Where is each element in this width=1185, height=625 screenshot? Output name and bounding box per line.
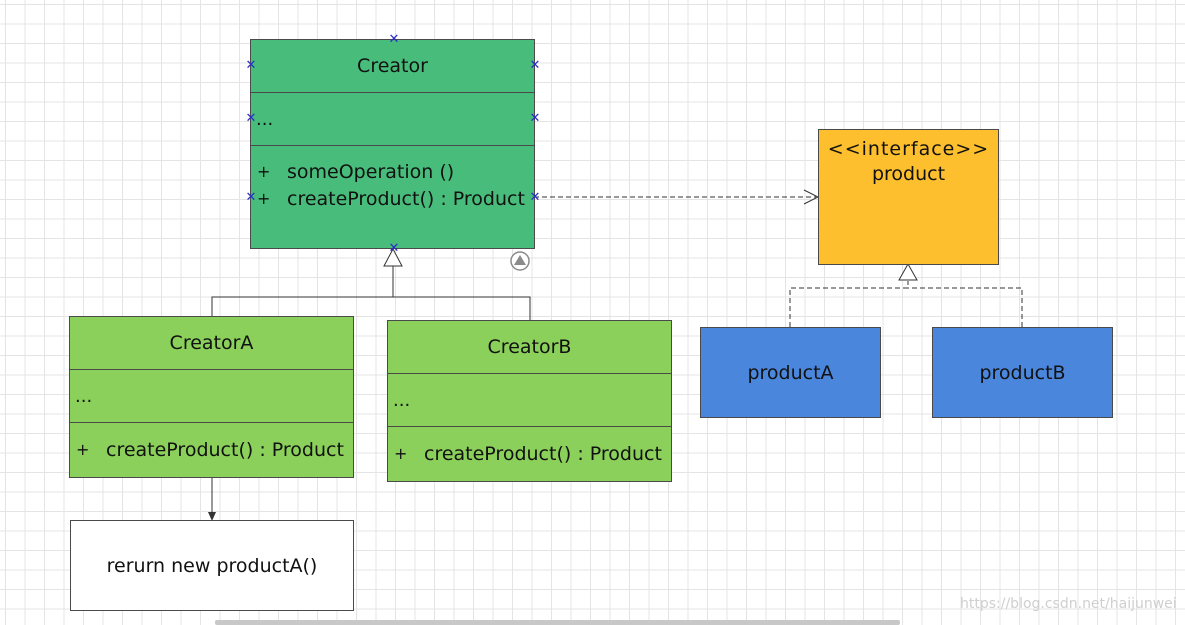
- note-text: rerurn new productA(): [106, 554, 318, 577]
- realization-arrowhead-product: [898, 262, 918, 281]
- class-creatorA[interactable]: CreatorA ... + createProduct() : Product: [69, 316, 354, 478]
- operation-row: + createProduct() : Product: [76, 436, 353, 463]
- interface-product[interactable]: <<interface>> product: [818, 129, 999, 265]
- operation-visibility: +: [257, 189, 271, 208]
- operation-visibility: +: [394, 444, 408, 463]
- class-productA-name: productA: [747, 361, 834, 384]
- class-creatorA-attrs: ...: [70, 370, 353, 423]
- note-link-arrowhead: [208, 512, 216, 521]
- class-creatorB-title: CreatorB: [388, 321, 671, 374]
- operation-row: + createProduct() : Product: [257, 185, 534, 212]
- resize-handle-right-top[interactable]: ✕: [529, 58, 541, 73]
- resize-handle-left-bottom[interactable]: ✕: [245, 190, 257, 205]
- note-box[interactable]: rerurn new productA(): [70, 520, 354, 611]
- operation-row: + someOperation (): [257, 158, 534, 185]
- class-creatorA-ops: + createProduct() : Product: [70, 423, 353, 463]
- class-creator-ops: + someOperation () + createProduct() : P…: [251, 146, 534, 212]
- resize-handle-left-top[interactable]: ✕: [245, 58, 257, 73]
- class-creator-attrs: ...: [251, 93, 534, 146]
- interface-stereotype: <<interface>>: [827, 138, 990, 160]
- resize-handle-top[interactable]: ✕: [388, 32, 400, 47]
- inheritance-line-creatorB: [393, 296, 531, 320]
- class-creatorA-title: CreatorA: [70, 317, 353, 370]
- operation-row: + createProduct() : Product: [394, 440, 671, 467]
- operation-name: someOperation (): [287, 160, 455, 183]
- collapse-control-arrow: [514, 255, 526, 265]
- resize-handle-bottom[interactable]: ✕: [388, 241, 400, 256]
- realization-line-productA: [789, 281, 909, 327]
- class-creator[interactable]: Creator ... + someOperation () + createP…: [250, 39, 535, 249]
- class-creatorB[interactable]: CreatorB ... + createProduct() : Product: [387, 320, 672, 482]
- inheritance-line-creatorA: [211, 266, 394, 316]
- class-productA[interactable]: productA: [700, 327, 881, 418]
- operation-visibility: +: [76, 440, 90, 459]
- class-creatorB-attrs: ...: [388, 374, 671, 427]
- operation-name: createProduct() : Product: [287, 187, 525, 210]
- resize-handle-left-mid[interactable]: ✕: [245, 111, 257, 126]
- class-creator-title: Creator: [251, 40, 534, 93]
- resize-handle-right-bottom[interactable]: ✕: [529, 190, 541, 205]
- realization-line-productB: [908, 287, 1023, 327]
- operation-visibility: +: [257, 162, 271, 181]
- interface-name: product: [871, 163, 946, 185]
- resize-handle-right-mid[interactable]: ✕: [529, 111, 541, 126]
- horizontal-scrollbar[interactable]: [215, 620, 900, 625]
- operation-name: createProduct() : Product: [106, 438, 344, 461]
- class-productB[interactable]: productB: [932, 327, 1113, 418]
- inheritance-arrowhead-creator: [383, 247, 403, 267]
- watermark-text: https://blog.csdn.net/haijunwei: [960, 596, 1177, 612]
- class-productB-name: productB: [979, 361, 1066, 384]
- class-creatorB-ops: + createProduct() : Product: [388, 427, 671, 467]
- operation-name: createProduct() : Product: [424, 442, 662, 465]
